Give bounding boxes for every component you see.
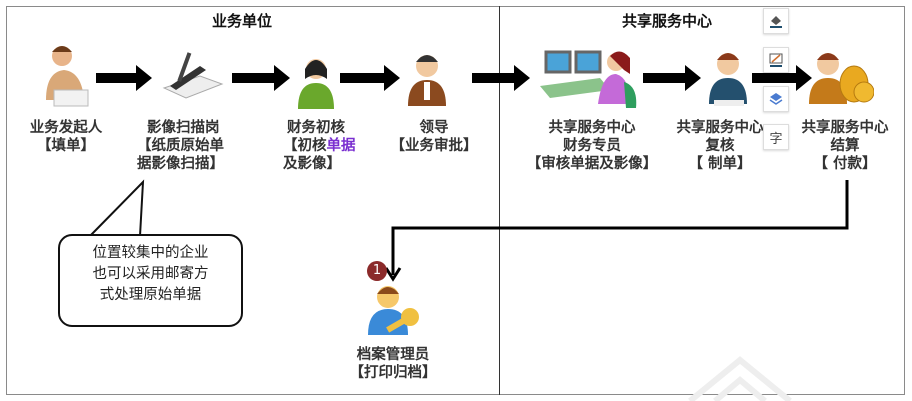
node-task-cont: 据影像扫描】 [137,156,224,172]
node-title: 共享服务中心 [548,120,636,136]
node-role: 复核 [705,138,735,154]
callout-line: 式处理原始单据 [99,287,202,303]
arrow-4 [472,65,530,91]
connector-to-archive [391,180,849,275]
text-format-icon: 字 [769,131,783,147]
node-task: 【 付款】 [813,156,877,172]
node-ssc-specialist-label: 共享服务中心 财务专员 【审核单据及影像】 [527,119,658,173]
specialist-computer-icon [540,50,637,108]
step-badge: 1 [367,261,387,281]
callout-note: 位置较集中的企业 也可以采用邮寄方 式处理原始单据 [58,234,243,327]
node-leader-label: 领导 【业务审批】 [391,119,478,155]
section-title-business-unit: 业务单位 [212,12,273,30]
node-task-cont: 及影像】 [283,156,341,172]
node-title: 共享服务中心 [676,120,764,136]
callout-line: 也可以采用邮寄方 [92,266,209,282]
settlement-coins-icon [809,53,874,104]
node-task: 【 制单】 [688,156,752,172]
watermark [688,356,792,401]
writer-person-icon [46,46,89,107]
reviewer-icon [709,53,747,106]
section-title-shared-service: 共享服务中心 [622,12,713,30]
arrow-1 [96,65,152,91]
node-task: 【打印归档】 [349,365,437,381]
line-color-icon [769,53,783,67]
node-title: 影像扫描岗 [147,120,220,136]
node-task: 【审核单据及影像】 [526,156,658,172]
section-divider [499,6,500,395]
node-initiator-label: 业务发起人 【填单】 [30,119,103,155]
layers-button[interactable] [763,86,789,112]
fill-color-icon [770,16,782,28]
node-task: 【业务审批】 [390,138,478,154]
scanner-icon [162,52,224,99]
node-task: 【纸质原始单 [137,138,224,154]
text-format-button[interactable]: 字 [763,124,789,150]
node-role: 财务专员 [563,138,621,154]
archivist-key-icon [368,286,419,335]
callout-line: 位置较集中的企业 [92,245,209,261]
line-color-button[interactable] [763,47,789,73]
leader-icon [408,55,446,106]
node-finance-review-label: 财务初核 【初核单据 及影像】 [283,119,356,173]
arrow-5 [643,65,701,91]
arrow-2 [232,65,290,91]
node-task-highlight: 单据 [326,138,356,154]
arrow-3 [340,65,400,91]
node-role: 结算 [830,138,860,154]
node-ssc-review-label: 共享服务中心 复核 【 制单】 [677,119,764,173]
fill-color-button[interactable] [763,8,789,34]
node-task: 【初核 [283,138,327,154]
layers-icon [769,93,783,105]
node-archivist-label: 档案管理员 【打印归档】 [350,346,437,382]
node-title: 业务发起人 [29,120,103,136]
callout-tail [89,179,145,237]
arrow-6 [752,65,812,91]
node-task: 【填单】 [37,138,95,154]
node-title: 财务初核 [287,120,345,136]
node-scanner-label: 影像扫描岗 【纸质原始单 据影像扫描】 [137,119,224,173]
finance-clerk-icon [298,59,334,109]
node-title: 档案管理员 [356,347,430,363]
diagram-frame [6,6,905,395]
node-title: 共享服务中心 [801,120,889,136]
node-ssc-settlement-label: 共享服务中心 结算 【 付款】 [802,119,889,173]
node-title: 领导 [419,120,449,136]
